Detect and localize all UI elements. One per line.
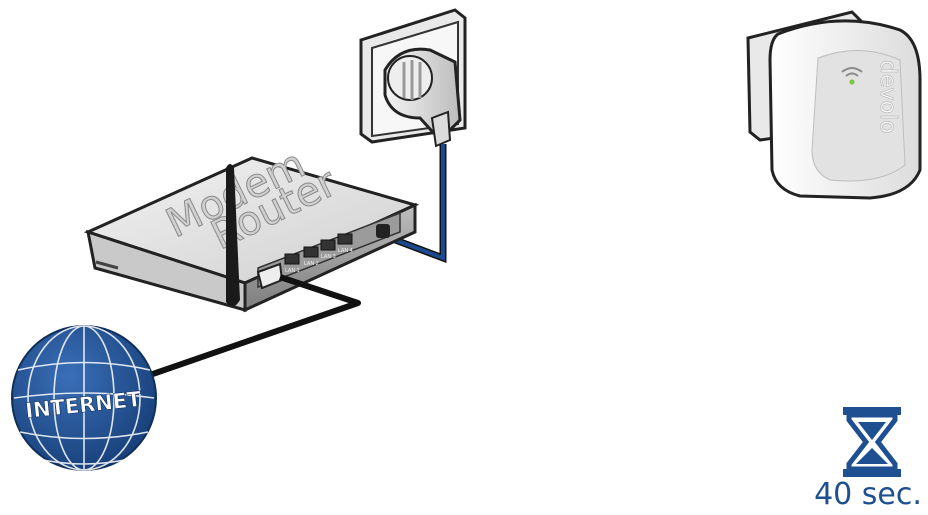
status-led bbox=[849, 79, 854, 84]
lan-port-label: LAN 4 bbox=[338, 248, 353, 254]
lan-port-label: LAN 1 bbox=[285, 268, 300, 274]
power-jack bbox=[376, 224, 390, 238]
internet-globe: INTERNET bbox=[12, 326, 156, 470]
lan-port-4 bbox=[338, 234, 352, 244]
lan-port-3 bbox=[321, 240, 335, 250]
lan-port-label: LAN 3 bbox=[321, 254, 336, 260]
repeater-brand: devolo bbox=[875, 60, 900, 134]
wifi-repeater: devolo bbox=[770, 21, 920, 198]
lan-port-label: LAN 2 bbox=[304, 261, 319, 267]
hourglass-icon bbox=[843, 407, 901, 477]
modem-router: LAN 1 LAN 2 LAN 3 LAN 4 Modem Router bbox=[88, 141, 415, 310]
lan-port-1 bbox=[285, 254, 299, 264]
timer-label: 40 sec. bbox=[812, 478, 924, 512]
lan-port-2 bbox=[304, 247, 318, 257]
